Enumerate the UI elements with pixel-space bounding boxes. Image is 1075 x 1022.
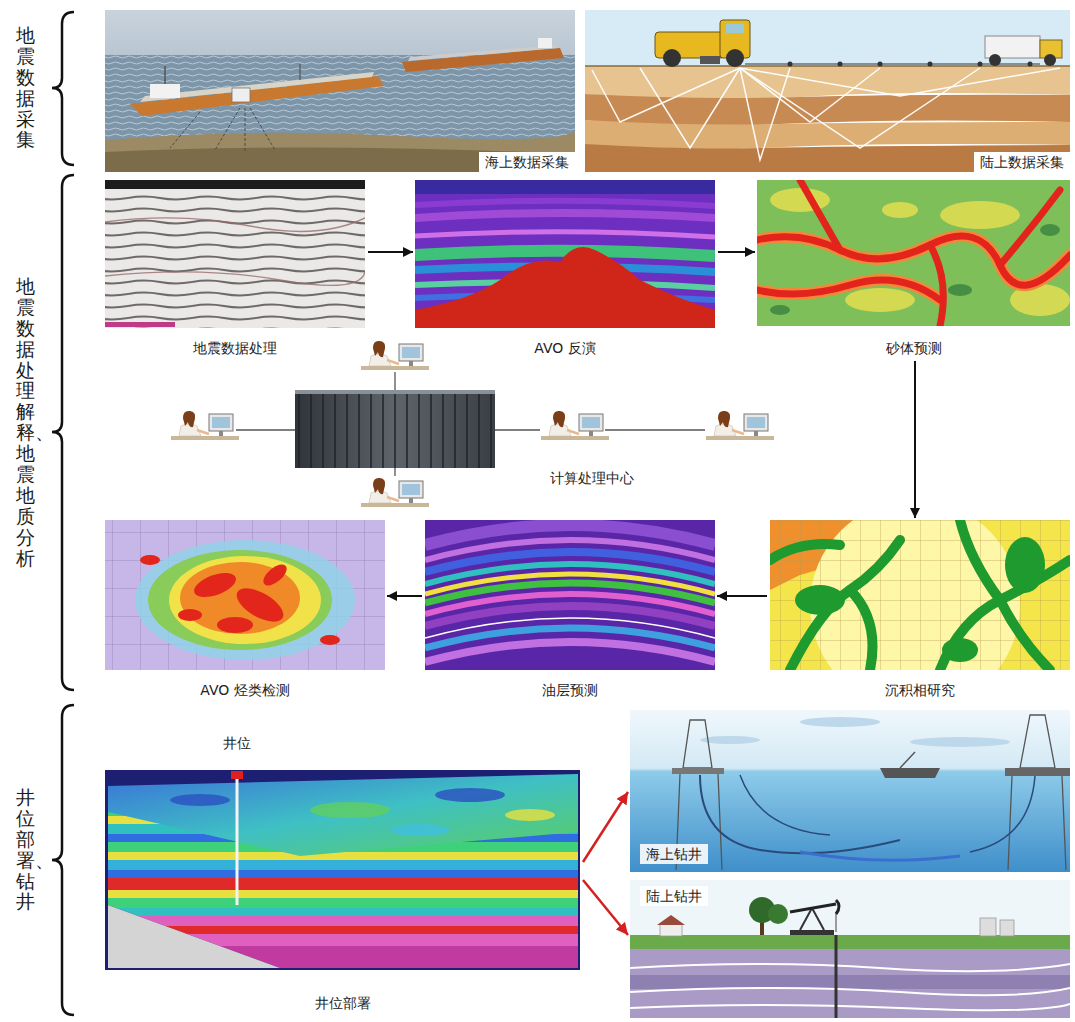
oil-layer-section-picture	[425, 520, 715, 670]
caption: 陆上钻井	[640, 886, 708, 906]
stage-label: 井位部署、钻井	[16, 787, 35, 912]
attribute-map-picture	[105, 520, 385, 670]
well-placement-block-picture	[105, 770, 580, 970]
land-survey-picture	[585, 10, 1070, 172]
image-panel: 计算处理中心	[295, 390, 660, 488]
image-panel: 海上数据采集	[105, 10, 575, 172]
image-panel: 井位井位部署	[105, 733, 580, 1013]
offshore-drilling-picture	[630, 710, 1070, 872]
caption: 海上数据采集	[479, 152, 575, 172]
flow-arrow	[914, 361, 916, 518]
image-panel: AVO 反演	[415, 180, 715, 358]
image-panel: 陆上数据采集	[585, 10, 1070, 172]
flow-arrow	[717, 595, 767, 597]
caption: 计算处理中心	[544, 468, 640, 488]
caption: 沉积相研究	[879, 680, 961, 700]
caption: 井位部署	[309, 993, 377, 1013]
onshore-drilling-picture	[630, 880, 1070, 1018]
caption: 砂体预测	[880, 338, 948, 358]
sand-map-picture	[757, 180, 1070, 326]
bracket	[52, 12, 74, 1015]
stage-label: 地震数据处理解释、地震地质分析	[16, 276, 35, 568]
flow-arrow	[387, 595, 422, 597]
flow-arrow	[583, 792, 628, 862]
flow-arrow	[368, 251, 413, 253]
stage-label: 地震数据采集	[16, 25, 35, 150]
image-panel: 陆上钻井	[630, 880, 1070, 1018]
caption: 地震数据处理	[187, 338, 283, 358]
image-panel: 地震数据处理	[105, 180, 365, 358]
flow-arrow	[718, 251, 755, 253]
flow-arrow	[583, 880, 628, 935]
image-panel: 油层预测	[425, 520, 715, 700]
inversion-section-picture	[415, 180, 715, 328]
image-panel: 砂体预测	[757, 180, 1070, 358]
caption: 海上钻井	[640, 844, 708, 864]
caption: AVO 反演	[528, 338, 601, 358]
image-panel: 沉积相研究	[770, 520, 1070, 700]
image-panel: 海上钻井	[630, 710, 1070, 872]
marine-survey-picture	[105, 10, 575, 172]
caption: 陆上数据采集	[974, 152, 1070, 172]
computing-center-picture	[171, 341, 774, 507]
seismic-section-picture	[105, 180, 365, 328]
caption: AVO 烃类检测	[194, 680, 295, 700]
facies-map-picture	[770, 520, 1070, 670]
image-panel: AVO 烃类检测	[105, 520, 385, 700]
caption: 井位	[217, 733, 257, 753]
caption: 油层预测	[536, 680, 604, 700]
